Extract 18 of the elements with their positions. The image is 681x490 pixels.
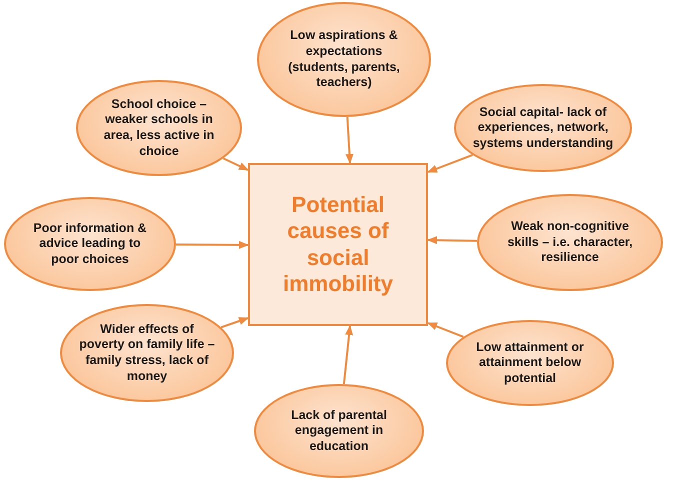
center-box (248, 163, 428, 326)
center-title: Potential causes of social immobility (282, 192, 394, 298)
cause-text: Low attainment or attainment below potential (475, 340, 585, 386)
arrow (342, 325, 354, 384)
arrow (176, 240, 249, 249)
cause-text: Low aspirations & expectations (students, parents, teachers) (287, 28, 401, 91)
arrow (427, 322, 464, 338)
cause-text: Weak non-cognitive skills – i.e. character, resilience (506, 219, 634, 266)
arrow (222, 157, 249, 171)
cause-text: School choice – weaker schools in area, less active in choice (102, 96, 216, 160)
cause-text: Poor information & advice leading to poor choices (32, 220, 148, 268)
cause-text: Wider effects of poverty on family life – family stress, lack of money (78, 322, 216, 384)
cause-text: Lack of parental engagement in education (290, 408, 388, 454)
arrow (427, 236, 478, 244)
arrow (220, 317, 249, 328)
arrow (427, 154, 473, 173)
arrow (345, 116, 354, 164)
cause-text: Social capital- lack of experiences, network, systems understanding (472, 104, 614, 152)
